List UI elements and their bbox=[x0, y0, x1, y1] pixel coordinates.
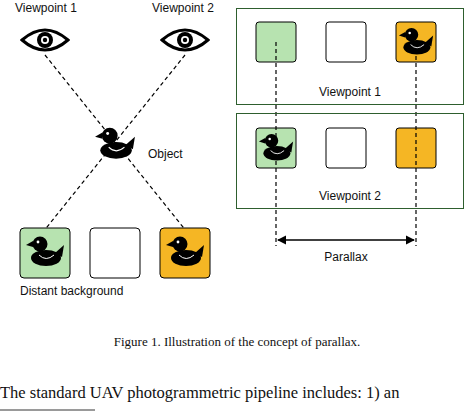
projected-duck bbox=[26, 237, 64, 267]
footnote-rule bbox=[0, 410, 95, 411]
viewpoint-frame: Viewpoint 2 bbox=[236, 113, 464, 209]
background-square bbox=[90, 228, 140, 278]
background-square bbox=[160, 228, 210, 278]
frame-label: Viewpoint 2 bbox=[237, 189, 463, 203]
eye-icon bbox=[22, 30, 68, 50]
annotation-label: Viewpoint 2 bbox=[152, 1, 214, 15]
projected-duck bbox=[166, 237, 204, 267]
object-duck bbox=[95, 128, 135, 159]
background-square bbox=[326, 22, 366, 62]
annotation-label: Viewpoint 1 bbox=[15, 1, 77, 15]
guide-line bbox=[415, 42, 416, 246]
annotation-label: Parallax bbox=[324, 250, 367, 264]
guide-line bbox=[275, 42, 276, 246]
annotation-label: Distant background bbox=[20, 284, 123, 298]
viewpoint-frame: Viewpoint 1 bbox=[236, 8, 464, 105]
figure-caption: Figure 1. Illustration of the concept of… bbox=[0, 334, 474, 350]
eye-icon bbox=[162, 30, 208, 50]
sight-line bbox=[43, 55, 185, 232]
background-square bbox=[20, 228, 70, 278]
parallax-arrow bbox=[278, 239, 414, 240]
sight-line bbox=[45, 55, 187, 232]
background-square bbox=[326, 128, 366, 168]
frame-label: Viewpoint 1 bbox=[237, 85, 463, 99]
annotation-label: Object bbox=[148, 147, 183, 161]
body-text: The standard UAV photogrammetric pipelin… bbox=[0, 383, 399, 403]
